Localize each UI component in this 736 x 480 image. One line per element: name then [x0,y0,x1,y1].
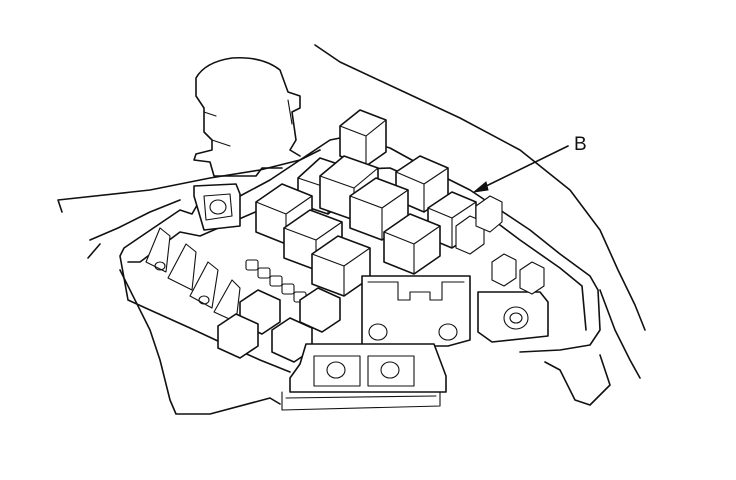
fuse-socket-row-left [145,227,241,323]
mini-fuse-slots [245,259,307,303]
body-panel-right-edge [314,44,646,331]
lower-left-relays [217,287,341,363]
terminal-hole [368,323,388,341]
center-terminal-block [361,275,471,347]
relay-top [339,109,387,167]
upper-component-detail [203,99,293,147]
housing-outer-outline [119,135,601,373]
body-panel-left-lower [87,199,181,259]
terminal-hole [438,323,458,341]
relay-group [255,109,477,297]
right-terminal-block [477,291,549,343]
right-side-relays [455,195,545,295]
bottom-connector [281,343,447,411]
terminal-hole [380,361,400,379]
terminal-hole [503,306,529,330]
terminal-hole [326,361,346,379]
callout-b: B [472,134,587,193]
lower-body-contour [119,269,611,415]
relay [383,213,441,275]
upper-component-outline [193,56,301,177]
callout-label: B [574,134,587,155]
arrowhead-icon [472,181,489,193]
callout-leader-line [477,145,569,191]
left-clip [193,183,241,231]
body-panel-right-lower [599,289,641,379]
mounting-hole [209,199,227,215]
